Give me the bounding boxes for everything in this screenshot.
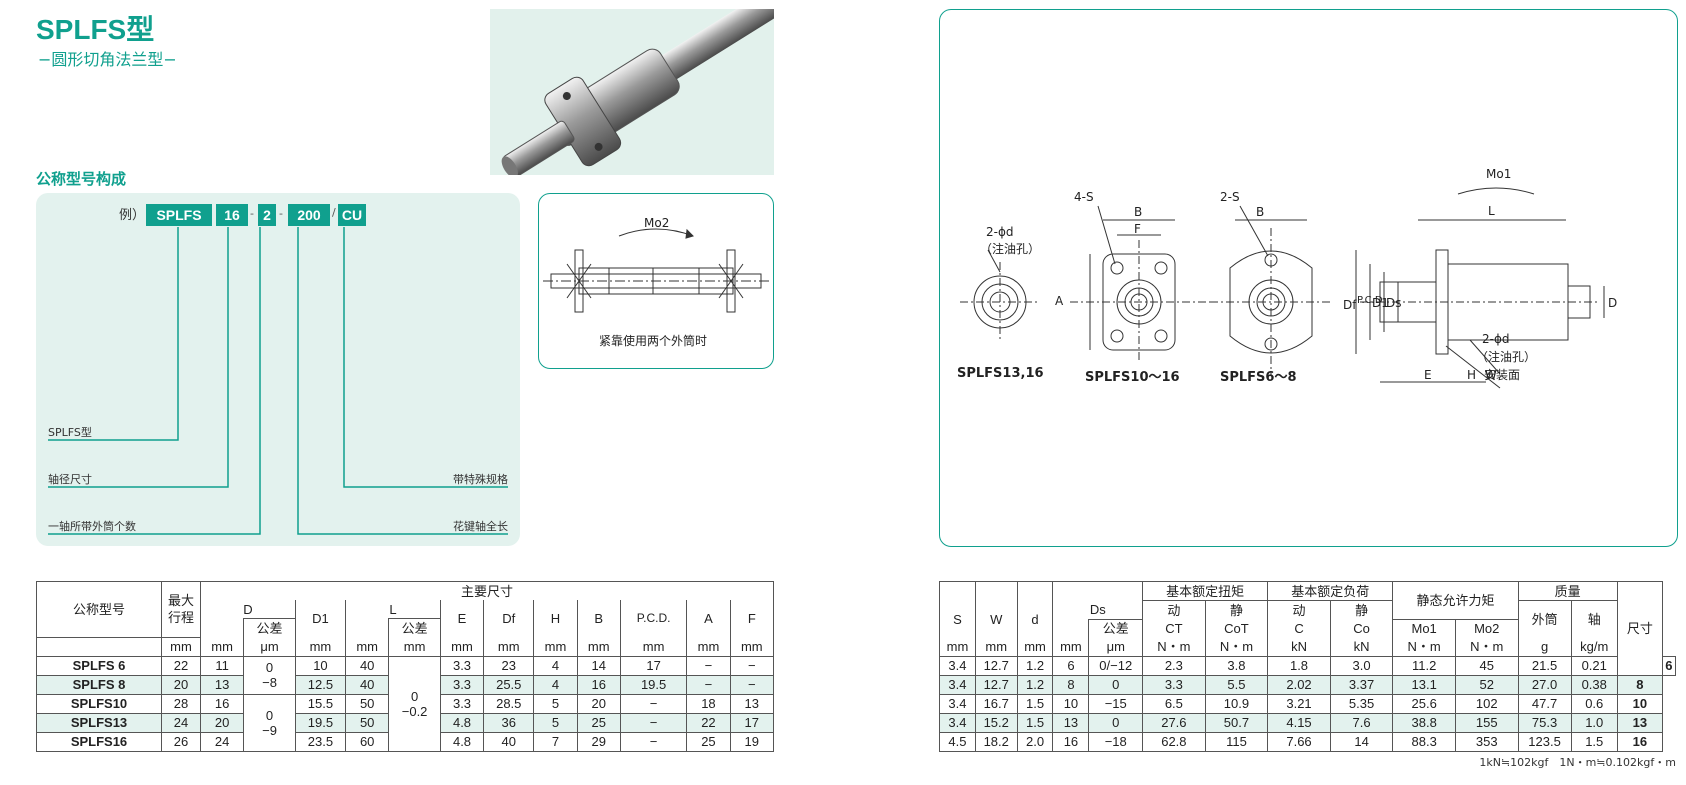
view-label-2: SPLFS10～16 — [1085, 370, 1180, 385]
th-e: E — [439, 600, 485, 637]
th-size: 尺寸 — [1616, 581, 1663, 676]
model-leader-lines — [48, 227, 508, 535]
code-separator: / — [332, 206, 336, 219]
label-count: 一轴所带外筒个数 — [48, 520, 136, 533]
code-shaft-dia: 16 — [216, 204, 248, 226]
dimension-drawing — [960, 187, 1605, 389]
th-stroke: 最大行程 — [161, 581, 201, 638]
label-shaft-dia: 轴径尺寸 — [48, 473, 92, 486]
dim-e: E — [1424, 368, 1432, 382]
dim-b2: B — [1256, 205, 1265, 219]
dim-holes-4s: 4-S — [1074, 190, 1094, 204]
double-nut-drawing — [543, 228, 769, 313]
th-tol-d: 公差 — [243, 618, 296, 637]
model-code-panel: 例） SPLFS 16 - 2 - 200 / CU SPLFS型 轴径尺寸 一… — [36, 193, 520, 546]
dim-f: F — [1134, 222, 1141, 236]
th-moment: 静态允许力矩 — [1392, 581, 1519, 620]
spec-table-left: 公称型号 最大行程 主要尺寸 D D1 L E Df H B P.C.D. A … — [36, 581, 775, 752]
th-df: Df — [483, 600, 535, 637]
dim-pcd: P.C.D. — [1357, 295, 1386, 306]
moment-label: Mo2 — [644, 216, 670, 230]
dim-holes-2d: 2-ϕd — [986, 225, 1014, 239]
th-torque: 基本额定扭矩 — [1142, 581, 1269, 601]
dim-mo1: Mo1 — [1486, 167, 1512, 181]
dim-ds: Ds — [1386, 296, 1402, 310]
th-d1: D1 — [294, 600, 347, 637]
page-title: SPLFS型 — [36, 14, 155, 45]
dim-h: H — [1467, 368, 1477, 382]
dim-oil-hole: （注油孔） — [980, 242, 1041, 256]
example-prefix: 例） — [119, 208, 146, 223]
technical-drawing-panel: 2-ϕd （注油孔） 4-S B F A 2-S B Mo1 L Df P.C.… — [939, 9, 1678, 547]
th-model: 公称型号 — [36, 581, 162, 638]
th-main-dims: 主要尺寸 — [200, 581, 774, 600]
dim-b: B — [1134, 205, 1143, 219]
label-length: 花键轴全长 — [453, 520, 508, 533]
dim-w: W — [1485, 368, 1497, 382]
usage-caption: 紧靠使用两个外筒时 — [599, 334, 708, 348]
dim-oil-2d: 2-ϕd — [1482, 332, 1510, 346]
th-a: A — [686, 600, 731, 637]
dim-d: D — [1608, 296, 1618, 310]
th-load: 基本额定负荷 — [1267, 581, 1394, 601]
dim-d1: D1 — [1372, 296, 1389, 310]
product-photo — [490, 9, 774, 175]
dim-a: A — [1055, 294, 1064, 308]
view-label-1: SPLFS13,16 — [957, 366, 1044, 381]
th-tol-l: 公差 — [388, 618, 441, 637]
code-length: 200 — [288, 204, 330, 226]
th-b: B — [576, 600, 621, 637]
code-special: CU — [338, 204, 366, 226]
code-count: 2 — [258, 204, 276, 226]
code-separator: - — [279, 207, 283, 220]
spec-table-right: 基本额定扭矩 基本额定负荷 静态允许力矩 质量 尺寸 S W d Ds 动 静 … — [939, 581, 1677, 752]
th-pcd: P.C.D. — [619, 600, 688, 637]
dim-holes-2s: 2-S — [1220, 190, 1240, 204]
code-type: SPLFS — [146, 204, 212, 226]
th-d: D — [200, 600, 296, 619]
view-label-3: SPLFS6～8 — [1220, 370, 1297, 385]
usage-panel: Mo2 紧靠使用两个外筒时 — [538, 193, 774, 369]
th-h: H — [533, 600, 578, 637]
dim-mount-face: 安装面 — [1484, 368, 1521, 382]
th-f: F — [729, 600, 775, 637]
unit-conversion-note: 1kN≒102kgf 1N・m≒0.102kgf・m — [1479, 756, 1676, 769]
label-special: 带特殊规格 — [453, 473, 508, 486]
th-mass: 质量 — [1517, 581, 1618, 601]
dim-oil-hole-2: （注油孔） — [1476, 350, 1537, 364]
code-separator: - — [250, 207, 254, 220]
dim-l: L — [1488, 204, 1495, 218]
model-section-heading: 公称型号构成 — [36, 170, 127, 188]
label-type: SPLFS型 — [48, 426, 92, 439]
dim-df: Df — [1343, 298, 1357, 312]
page-subtitle: −圆形切角法兰型− — [38, 50, 177, 69]
th-l: L — [345, 600, 441, 619]
